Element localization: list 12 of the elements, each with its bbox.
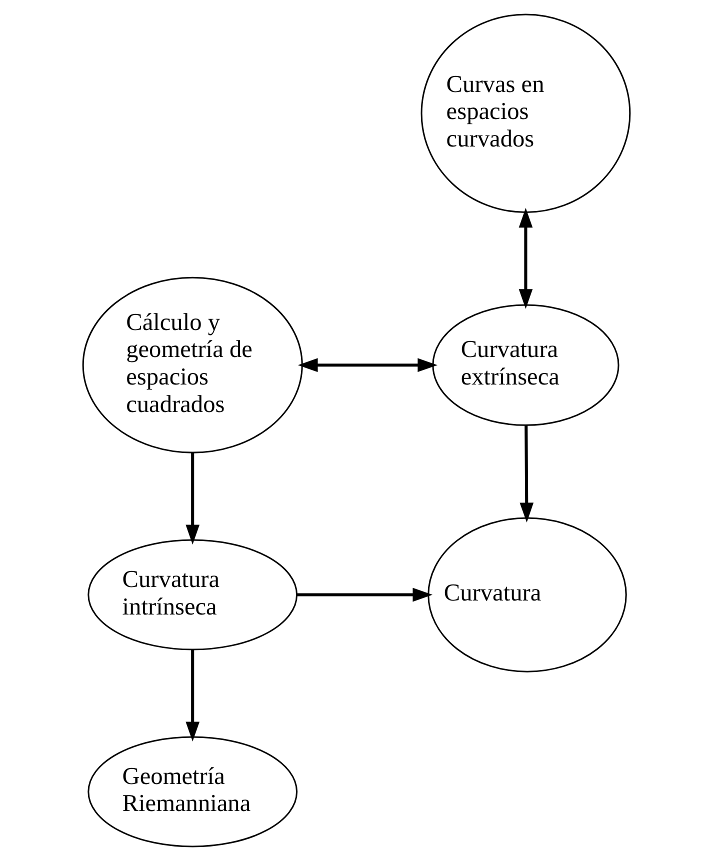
arrow bbox=[296, 588, 432, 602]
node-ellipse: Geometría Riemanniana bbox=[87, 736, 298, 848]
node-ellipse: Cálculo y geometría de espacios cuadrados bbox=[82, 276, 302, 454]
arrow bbox=[297, 358, 437, 372]
node-ellipse: Curvatura intrínseca bbox=[87, 539, 298, 650]
arrow bbox=[185, 650, 200, 742]
arrow bbox=[518, 208, 532, 309]
node-ellipse: Curvatura extrínseca bbox=[432, 304, 619, 426]
arrow bbox=[519, 426, 534, 523]
node-ellipse: Curvatura bbox=[427, 517, 626, 672]
node-circle: Curvas en espacios curvados bbox=[420, 14, 630, 213]
arrow bbox=[185, 452, 200, 545]
